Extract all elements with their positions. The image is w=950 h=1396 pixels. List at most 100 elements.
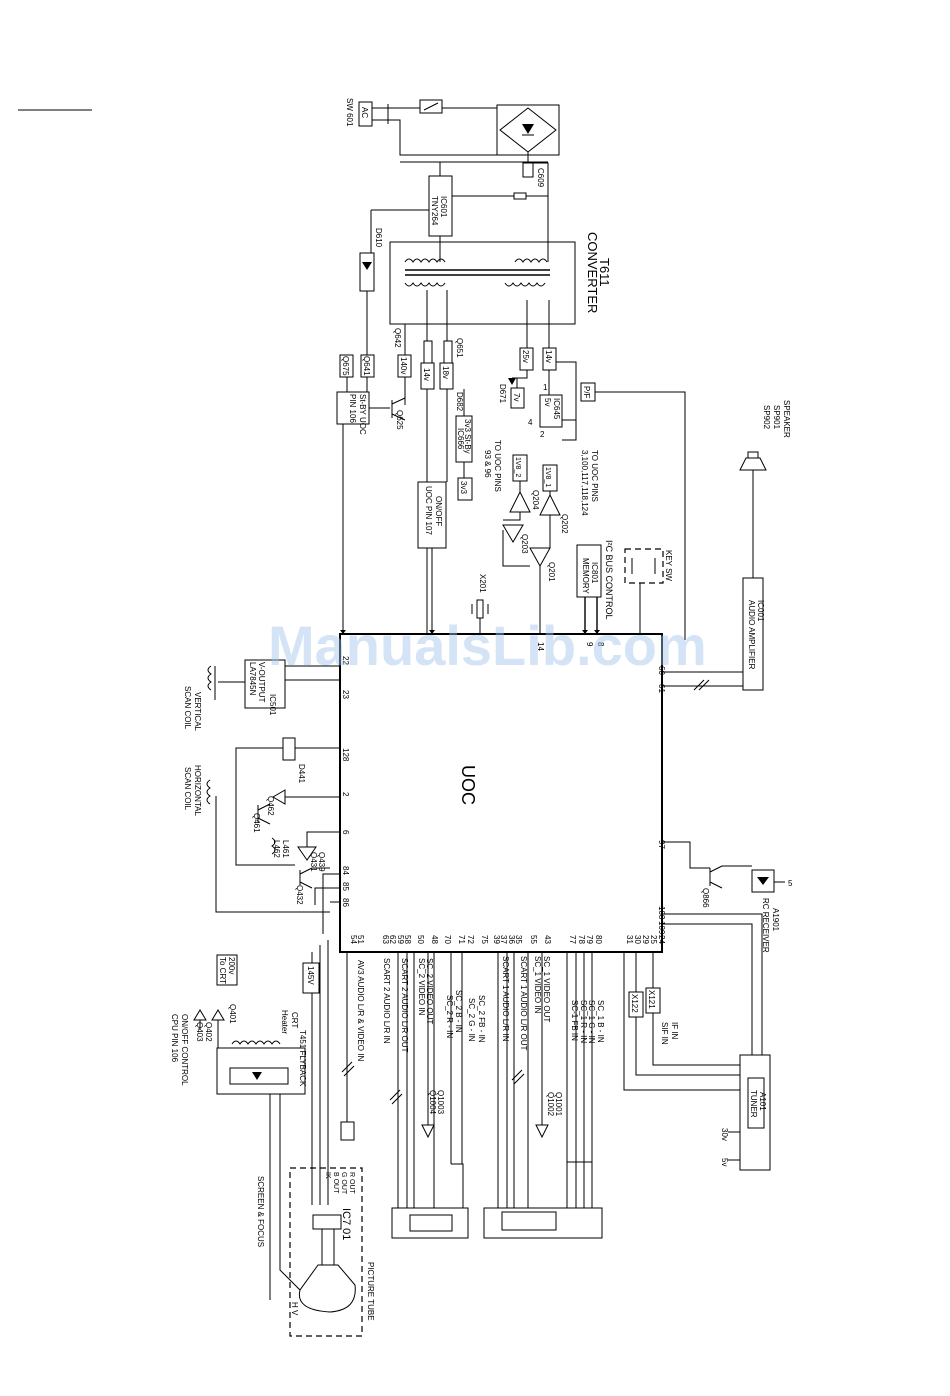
av3-jack: [340, 1121, 355, 1141]
vertical-section: IC501 V-OUTPUT LA7845N VERTICAL SCAN COI…: [183, 659, 340, 732]
vcoil-wires: [214, 666, 245, 700]
q432-transistor: [299, 867, 313, 889]
scart1-lr-in: SCART 1 AUDIO L/R IN: [501, 956, 510, 1042]
tuner-supply: [728, 1131, 740, 1161]
sc2-fb-in: SC_2 FB - IN: [477, 995, 486, 1043]
d610-wires: [366, 210, 372, 355]
audio-amp-label: AUDIO AMPLIFIER: [747, 600, 756, 670]
ic645-label: IC645: [552, 398, 561, 420]
scan-coil-h-label: SCAN COIL: [183, 767, 192, 811]
q439-buffer: [297, 831, 340, 861]
vertical-label: VERTICAL: [193, 692, 202, 732]
rc-diode: [757, 877, 769, 885]
stby-arrow: [340, 630, 346, 634]
q1004-label: Q1004: [428, 1090, 437, 1115]
converter-label: CONVERTER: [585, 232, 600, 313]
scart1-rgb-bundle: [566, 1161, 593, 1208]
v14c-label: 14v: [544, 350, 553, 363]
q675-label: Q675: [341, 356, 350, 376]
v33-label: 3v3: [459, 481, 468, 494]
v145-box: [302, 962, 320, 994]
rc-receiver-section: 5 RC RECEIVER A1901 Q866: [662, 841, 793, 1055]
q201-buffer: [502, 515, 551, 634]
switch-lever: [423, 102, 439, 111]
d441-box: [282, 737, 296, 761]
x201-label: X201: [478, 574, 487, 593]
rgb-lines: [311, 940, 329, 1205]
q1002-label: Q1002: [546, 1092, 555, 1117]
q651-reg: [443, 340, 453, 364]
ic645-pin4: 4: [528, 418, 533, 427]
cpu-pin106-label: CPU PIN 106: [170, 1014, 179, 1063]
pins-list: 3,100,117,118,124: [580, 450, 589, 516]
memory-label: MEMORY: [581, 558, 590, 595]
l461-label: L461: [281, 840, 290, 858]
q1001-buffer: [535, 1124, 549, 1139]
pin-55: 55: [529, 935, 538, 944]
q625-transistor: [391, 397, 406, 421]
pf-label: P/F: [582, 386, 591, 399]
hv-label: H V: [290, 1302, 299, 1316]
d682-label: D682: [455, 392, 464, 412]
q401-label: Q401: [228, 1004, 237, 1024]
t611-converter: T611 CONVERTER: [389, 200, 612, 325]
secondary-coil-2: [504, 282, 546, 287]
uoc-pin-numbers: 22 23 128 2 6 84 85 86 51 54 62 63 58 59…: [341, 642, 666, 944]
v140-label: 140v: [399, 357, 408, 374]
rc-receiver-label: RC RECEIVER: [761, 898, 770, 953]
q462-buffer: [272, 789, 340, 805]
hdrive-wires: [215, 796, 340, 934]
ic601-wires: [371, 162, 441, 262]
q642-label: Q642: [393, 328, 402, 348]
audio-section: IC001 AUDIO AMPLIFIER SPEAKER SP901 SP90…: [662, 400, 791, 691]
q1003-buffer: [421, 1124, 435, 1139]
v-drive-wires: [285, 665, 340, 681]
q431-label: Q431: [309, 852, 318, 872]
q203-label: Q203: [520, 534, 529, 554]
scart2-wires: [397, 952, 464, 1208]
q204-buffer: [503, 481, 531, 521]
uoc-label: UOC: [458, 765, 478, 805]
v30-label: 30v: [720, 1128, 729, 1141]
stby-uoc-box: [336, 391, 370, 425]
q202-label: Q202: [560, 514, 569, 534]
tny-label: TNY264: [430, 196, 439, 226]
l462-label: L462: [272, 840, 281, 858]
a101-label: A101: [758, 1092, 767, 1111]
q40x-devices: [193, 1009, 225, 1048]
scart-io-section: AV3 AUDIO L/R & VIDEO IN Q1003 Q1004 SCA…: [340, 952, 605, 1239]
sif-in-label: SIF IN: [660, 1022, 669, 1045]
sc1-video-in: SC_1 VIDEO IN: [533, 956, 542, 1014]
pin-43: 43: [543, 935, 552, 944]
q625-label: Q625: [395, 410, 404, 430]
rail-wires: [426, 290, 448, 634]
pin-25: 25: [649, 935, 658, 944]
voutput-label: V-OUTPUT: [257, 662, 266, 703]
watermark: ManualsLib.com: [268, 614, 707, 677]
ic645-box: [539, 394, 563, 428]
onoff-arrow: [429, 630, 435, 634]
c609-cap: [522, 162, 534, 178]
d671-label: D671: [498, 384, 507, 404]
uoc-pin107-label: UOC PIN 107: [424, 486, 433, 535]
c609-label: C609: [536, 168, 545, 188]
q439-label: Q439: [317, 852, 326, 872]
q461-label: Q461: [252, 813, 261, 833]
audio-hash: [693, 679, 710, 691]
pin-37: 37: [499, 935, 508, 944]
pin-72: 72: [466, 935, 475, 944]
flyback-coil: [231, 1040, 281, 1045]
tuner-label: TUNER: [749, 1090, 758, 1118]
flyback-diode: [252, 1072, 262, 1080]
pin-2: 2: [341, 792, 350, 797]
bridge-diode: [522, 124, 534, 134]
v200-label: 200v: [227, 957, 236, 974]
q462-label: Q462: [266, 796, 275, 816]
pin-6: 6: [341, 830, 350, 835]
onoff-uoc-box: [417, 481, 447, 549]
pin-59: 59: [396, 935, 405, 944]
pin-14: 14: [536, 642, 545, 651]
horizontal-label: HORIZONTAL: [193, 765, 202, 817]
q461-transistor: [257, 803, 271, 825]
scart2-lr-out: SCART 2 AUDIO L/R OUT: [400, 958, 409, 1053]
